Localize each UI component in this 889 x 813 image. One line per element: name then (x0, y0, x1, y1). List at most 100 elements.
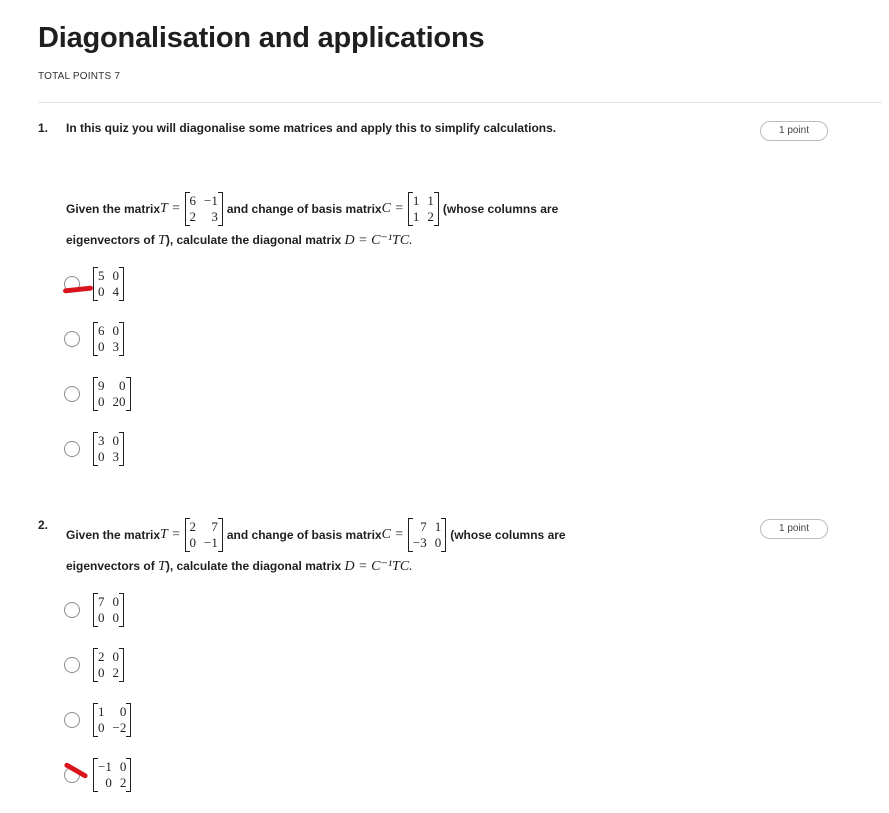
question-2-points-badge: 1 point (760, 519, 828, 539)
matrix-cell: −1 (204, 193, 218, 208)
question-2-prompt-line1: Given the matrix T = 2 7 0 −1 and change… (66, 518, 566, 552)
matrix-cell: 0 (119, 378, 126, 393)
radio-button[interactable] (64, 441, 80, 457)
matrix-cell: 20 (112, 394, 126, 409)
matrix-cell: −2 (112, 720, 127, 735)
matrix-c-symbol: C = (381, 201, 404, 216)
matrix-cell: 1 (98, 704, 105, 719)
matrix-cell: 0 (112, 594, 120, 609)
matrix-cell: 0 (112, 433, 120, 448)
matrix-cell: 3 (112, 449, 120, 464)
matrix-cell: 1 (412, 209, 420, 224)
prompt-whose-text: (whose columns are (442, 202, 559, 216)
matrix-t: 6 −1 2 3 (184, 192, 224, 226)
matrix-cell: 0 (112, 610, 120, 625)
matrix-cell: 1 (412, 193, 420, 208)
matrix-cell: −1 (204, 535, 218, 550)
matrix-cell: 0 (98, 720, 105, 735)
matrix-c: 1 1 1 2 (407, 192, 439, 226)
prompt-change-text: and change of basis matrix (226, 202, 382, 216)
t-reference: T (158, 233, 166, 248)
matrix-cell: 0 (98, 339, 105, 354)
matrix-cell: 0 (112, 649, 120, 664)
matrix-cell: 7 (420, 519, 427, 534)
matrix-cell: 2 (119, 775, 127, 790)
radio-button[interactable] (64, 657, 80, 673)
matrix-cell: 0 (98, 284, 105, 299)
question-1-points-badge: 1 point (760, 121, 828, 141)
matrix-cell: 6 (98, 323, 105, 338)
matrix-cell: 7 (211, 519, 218, 534)
matrix-c: 7 1 −3 0 (407, 518, 447, 552)
matrix-cell: 1 (434, 519, 442, 534)
matrix-cell: 0 (119, 704, 127, 719)
prompt-given-text: Given the matrix (66, 202, 161, 216)
matrix-c-symbol: C = (381, 527, 404, 542)
matrix-cell: 2 (427, 209, 434, 224)
matrix-cell: 2 (98, 649, 105, 664)
question-1-prompt-line2: eigenvectors of T), calculate the diagon… (66, 232, 413, 249)
matrix-cell: 2 (112, 665, 120, 680)
matrix-cell: 3 (98, 433, 105, 448)
question-1-prompt-line1: Given the matrix T = 6 −1 2 3 and change… (66, 192, 558, 226)
matrix-cell: 7 (98, 594, 105, 609)
formula: D = C⁻¹TC. (344, 559, 413, 574)
radio-button[interactable] (64, 386, 80, 402)
header-divider (38, 102, 882, 103)
matrix-t-symbol: T = (160, 527, 181, 542)
t-reference: T (158, 559, 166, 574)
matrix-cell: 9 (98, 378, 105, 393)
matrix-cell: 6 (189, 193, 197, 208)
matrix-cell: 0 (98, 394, 105, 409)
matrix-cell: 1 (427, 193, 434, 208)
question-1-number: 1. (38, 121, 49, 135)
radio-button[interactable] (64, 602, 80, 618)
matrix-cell: 3 (112, 339, 120, 354)
matrix-cell: 0 (112, 323, 120, 338)
matrix-cell: 0 (98, 449, 105, 464)
prompt-given-text: Given the matrix (66, 528, 161, 542)
prompt-calc-text: ), calculate the diagonal matrix (165, 559, 345, 573)
matrix-cell: 2 (189, 209, 197, 224)
matrix-cell: 3 (211, 209, 218, 224)
question-1-intro: In this quiz you will diagonalise some m… (66, 121, 557, 135)
prompt-whose-text: (whose columns are (450, 528, 566, 542)
matrix-cell: −3 (412, 535, 427, 550)
question-2-prompt-line2: eigenvectors of T), calculate the diagon… (66, 558, 413, 575)
matrix-cell: 0 (112, 268, 120, 283)
matrix-cell: 0 (189, 535, 197, 550)
matrix-cell: 5 (98, 268, 105, 283)
prompt-calc-text: ), calculate the diagonal matrix (165, 233, 345, 247)
question-2-number: 2. (38, 518, 49, 532)
matrix-cell: 0 (119, 759, 127, 774)
matrix-cell: −1 (98, 759, 112, 774)
matrix-cell: 2 (189, 519, 197, 534)
matrix-t: 2 7 0 −1 (184, 518, 224, 552)
prompt-change-text: and change of basis matrix (226, 528, 382, 542)
prompt-eigen-text: eigenvectors of (66, 559, 159, 573)
radio-button[interactable] (64, 331, 80, 347)
prompt-eigen-text: eigenvectors of (66, 233, 159, 247)
radio-button[interactable] (64, 712, 80, 728)
matrix-t-symbol: T = (160, 201, 181, 216)
matrix-cell: 0 (98, 610, 105, 625)
total-points-label: TOTAL POINTS 7 (38, 71, 121, 82)
page-title: Diagonalisation and applications (38, 22, 485, 54)
matrix-cell: 0 (434, 535, 442, 550)
